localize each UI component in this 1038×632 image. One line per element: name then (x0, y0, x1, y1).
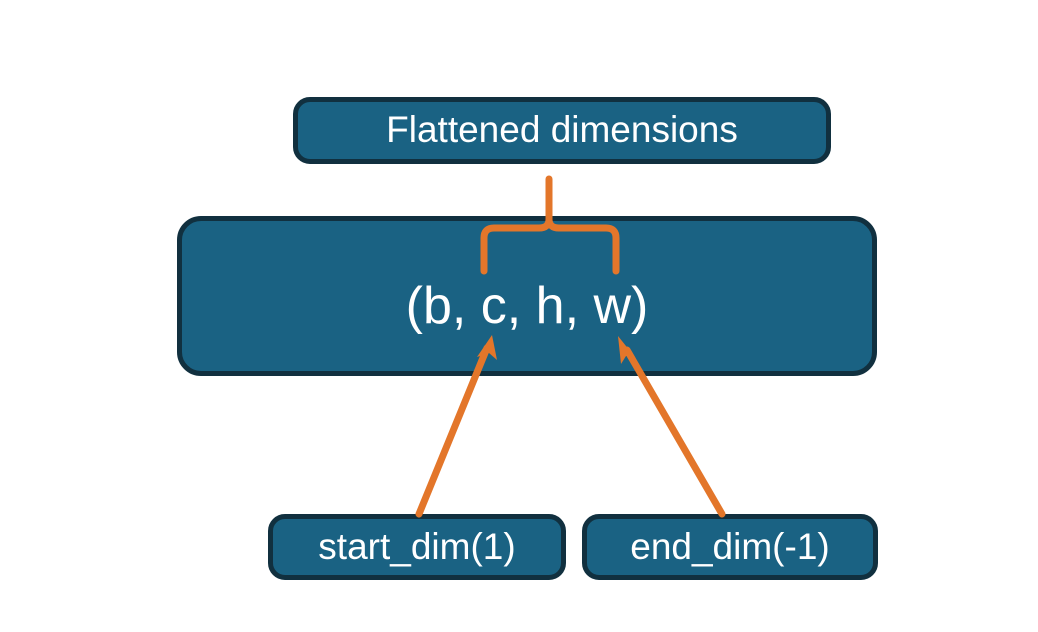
node-tensor-shape[interactable]: (b, c, h, w) (177, 216, 877, 376)
node-flattened-dimensions[interactable]: Flattened dimensions (293, 97, 831, 164)
node-end-dim[interactable]: end_dim(-1) (582, 514, 878, 580)
node-flattened-dimensions-label: Flattened dimensions (386, 109, 738, 151)
node-start-dim[interactable]: start_dim(1) (268, 514, 566, 580)
node-tensor-shape-label: (b, c, h, w) (405, 276, 649, 335)
node-start-dim-label: start_dim(1) (318, 525, 516, 567)
node-end-dim-label: end_dim(-1) (630, 525, 830, 567)
